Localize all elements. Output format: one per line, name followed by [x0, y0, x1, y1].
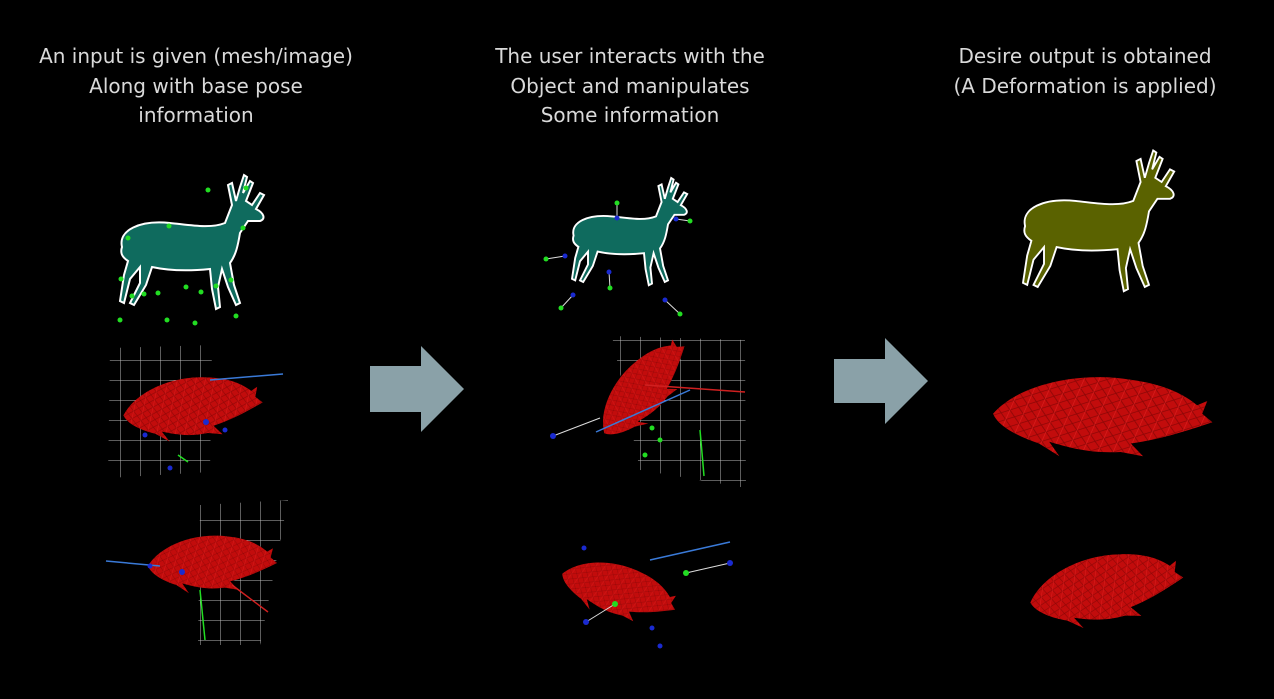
output-fish-mesh-2 [1023, 540, 1190, 638]
manipulated-deer-handles [543, 200, 693, 317]
manipulated-fish-mesh-2 [555, 550, 683, 631]
input-deer-handles [117, 185, 249, 326]
manipulated-fish-handles-2 [581, 541, 733, 649]
step-2-line-1: The user interacts with the [495, 44, 765, 68]
manipulated-deer [571, 177, 689, 287]
step-2-line-2: Object and manipulates [510, 73, 750, 98]
step-1-caption: An input is given (mesh/image) Along wit… [16, 42, 376, 131]
output-deer [1022, 149, 1176, 293]
right-arrow-icon [834, 338, 928, 424]
manipulated-fish-handles-1 [550, 384, 746, 477]
output-fish-mesh-1 [993, 377, 1213, 457]
step-2-line-3: Some information [540, 103, 720, 127]
step-1-line-2: Along with base pose [89, 73, 303, 98]
step-1-line-3: information [138, 103, 254, 127]
input-fish-handles-2 [105, 560, 269, 641]
input-deer [119, 174, 265, 310]
step-2-caption: The user interacts with the Object and m… [450, 42, 810, 131]
step-3-line-1: Desire output is obtained [958, 44, 1212, 68]
step-3-caption: Desire output is obtained (A Deformation… [905, 42, 1265, 101]
step-3-line-2: (A Deformation is applied) [953, 73, 1217, 98]
input-fish-handles-1 [142, 373, 284, 471]
right-arrow-icon [370, 346, 464, 432]
step-1-line-1: An input is given (mesh/image) [39, 44, 353, 68]
